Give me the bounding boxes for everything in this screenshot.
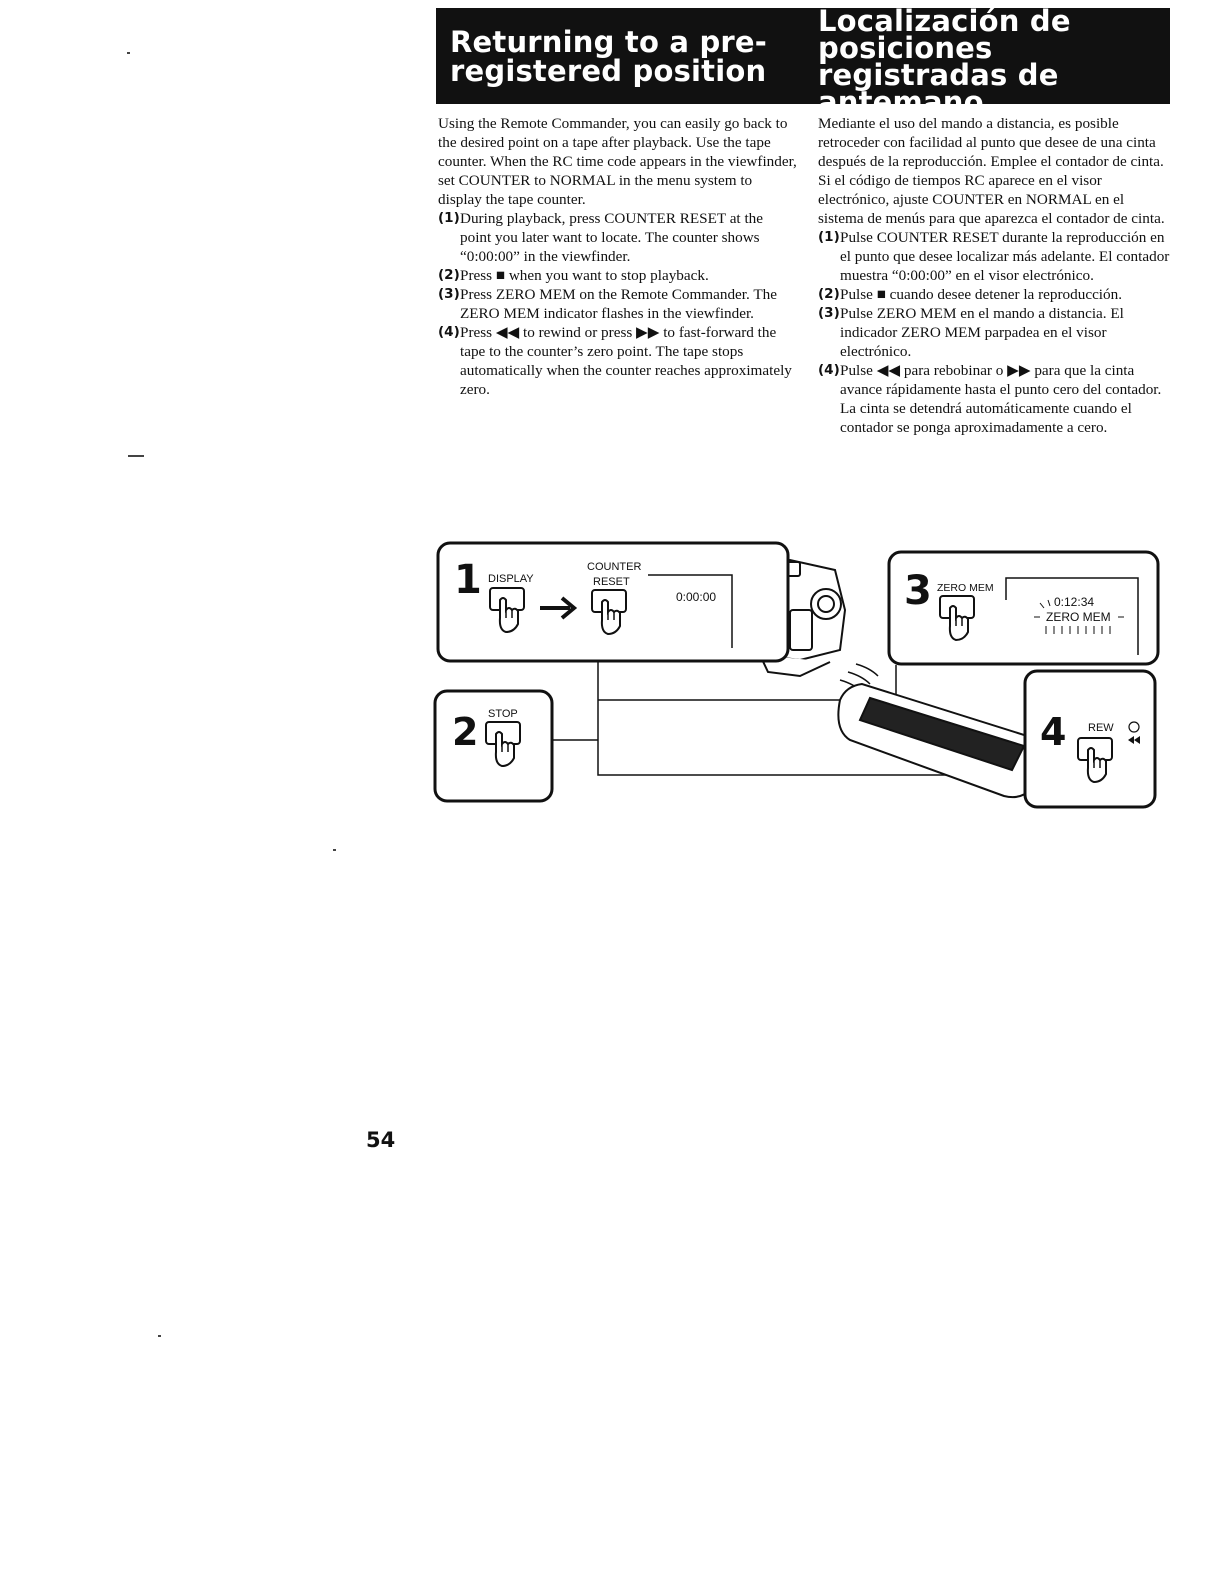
scan-speck [127,52,130,54]
title-spanish: Localización de posiciones registradas d… [818,4,1071,119]
panel-3-zero-mem: 3 ZERO MEM 0:12:34 ZERO MEM [887,550,1160,666]
counter-readout: 0:00:00 [676,590,716,604]
step-spanish-2: (2) Pulse ■ cuando desee detener la repr… [818,285,1170,304]
panel-1-counter-reset: 1 DISPLAY COUNTER RESET 0:00:00 [436,541,790,663]
counter-label: COUNTER [587,561,641,573]
step-english-3: (3) Press ZERO MEM on the Remote Command… [438,285,798,323]
panel-number: 4 [1040,710,1066,754]
step-number: (3) [818,305,840,321]
flash-marks [1034,599,1124,634]
scan-speck [158,1335,161,1337]
step-text: Press ◀◀ to rewind or press ▶▶ to fast-f… [460,324,792,398]
scan-speck [128,455,144,457]
step-english-2: (2) Press ■ when you want to stop playba… [438,266,798,285]
remote-commander-drawing [837,682,1051,799]
panel-2-stop: 2 STOP [433,689,554,803]
reset-label: RESET [593,576,630,588]
step-english-4: (4) Press ◀◀ to rewind or press ▶▶ to fa… [438,323,798,399]
panel-number: 2 [452,710,478,754]
step-number: (3) [438,286,460,302]
step-text: Press ■ when you want to stop playback. [460,267,709,284]
header-bar: Returning to a pre-registered position L… [436,7,1170,117]
header-spanish: Localización de posiciones registradas d… [796,7,1170,117]
step-text: Pulse ■ cuando desee detener la reproduc… [840,286,1123,303]
header-english: Returning to a pre-registered position [436,8,796,104]
panel-4-rewind: 4 REW [1023,669,1157,809]
readout-time: 0:12:34 [1054,595,1094,609]
step-text: Pulse COUNTER RESET durante la reproducc… [840,229,1170,284]
zero-mem-label: ZERO MEM [937,582,994,594]
step-english-1: (1) During playback, press COUNTER RESET… [438,209,798,266]
step-number: (1) [818,229,840,245]
step-spanish-4: (4) Pulse ◀◀ para rebobinar o ▶▶ para qu… [818,361,1170,437]
stop-label: STOP [488,708,518,720]
step-number: (2) [818,286,840,302]
step-text: During playback, press COUNTER RESET at … [460,210,764,265]
intro-english: Using the Remote Commander, you can easi… [438,115,797,208]
readout-zero-mem: ZERO MEM [1046,610,1111,624]
step-number: (1) [438,210,460,226]
step-spanish-3: (3) Pulse ZERO MEM en el mando a distanc… [818,304,1170,361]
step-text: Pulse ◀◀ para rebobinar o ▶▶ para que la… [840,362,1162,436]
display-label: DISPLAY [488,573,534,585]
intro-spanish: Mediante el uso del mando a distancia, e… [818,115,1165,227]
spanish-column: Mediante el uso del mando a distancia, e… [818,114,1170,437]
panel-number: 1 [454,557,482,603]
step-number: (2) [438,267,460,283]
step-text: Pulse ZERO MEM en el mando a distancia. … [840,305,1124,360]
panel-number: 3 [904,568,932,614]
step-number: (4) [818,362,840,378]
title-english: Returning to a pre-registered position [450,25,768,88]
step-text: Press ZERO MEM on the Remote Commander. … [460,286,777,322]
step-spanish-1: (1) Pulse COUNTER RESET durante la repro… [818,228,1170,285]
rewind-icon [1128,721,1140,733]
scan-speck [333,849,336,851]
rew-label: REW [1088,722,1114,734]
step-number: (4) [438,324,460,340]
camcorder-drawing [746,558,847,678]
connector-lines [552,660,1025,776]
english-column: Using the Remote Commander, you can easi… [438,114,798,399]
page-number: 54 [366,1128,396,1152]
rewind-arrows-icon [1128,736,1140,744]
